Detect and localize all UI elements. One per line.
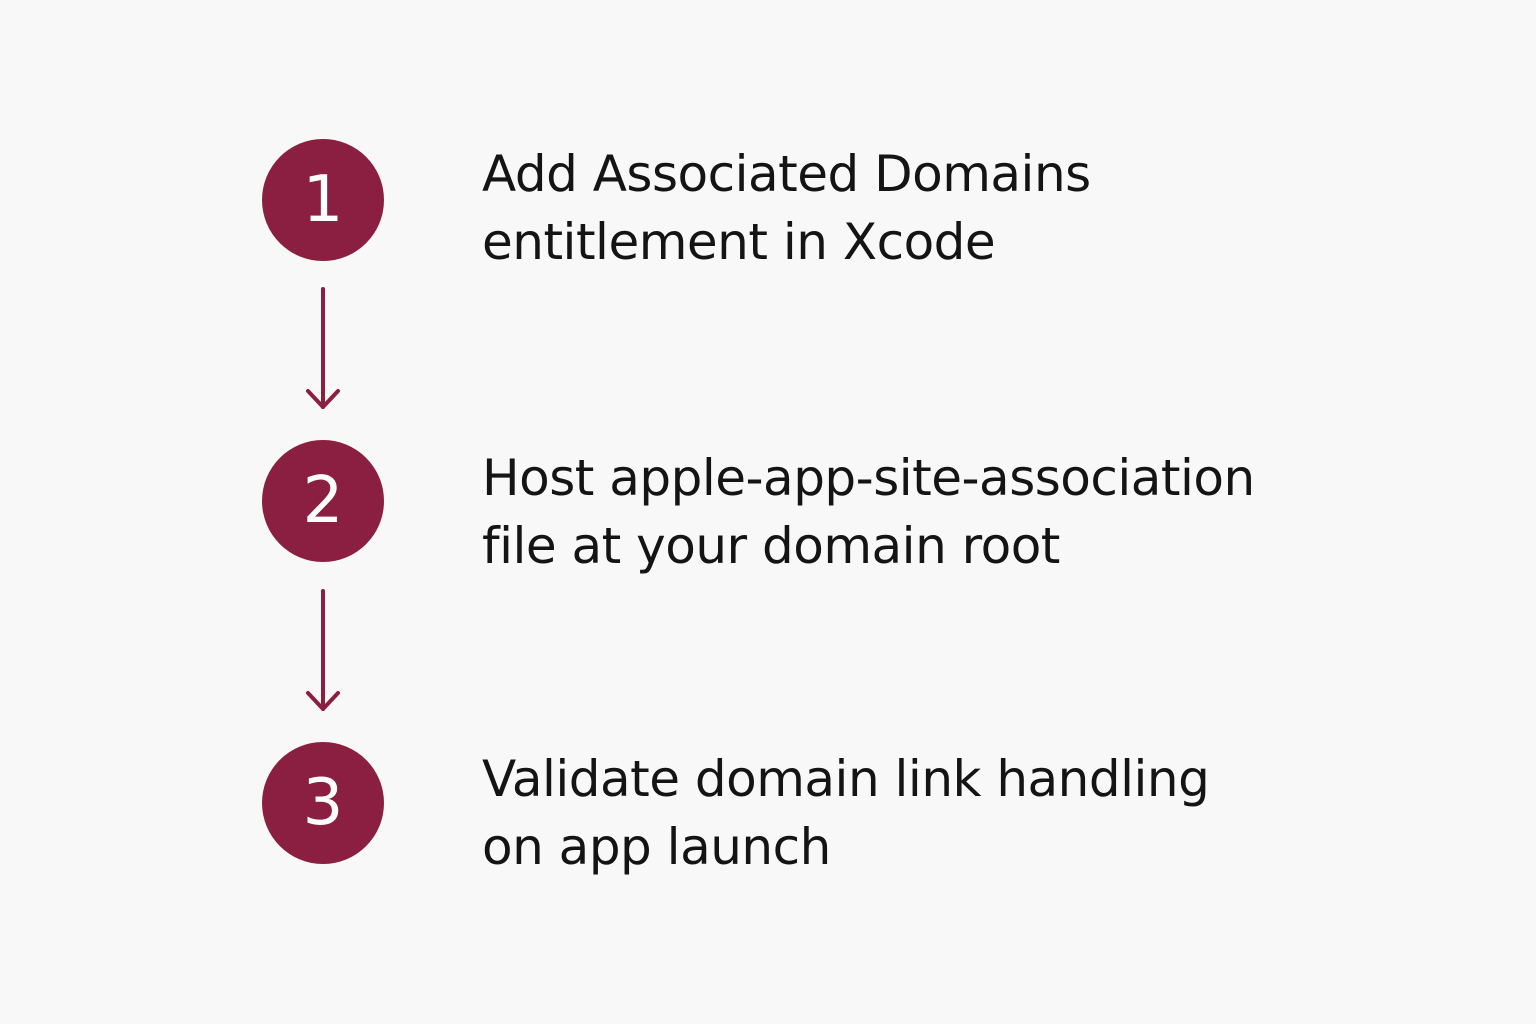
step-3-description: Validate domain link handling on app lau…: [482, 745, 1442, 881]
step-2-number: 2: [302, 464, 344, 538]
step-2-line-2: file at your domain root: [482, 517, 1060, 575]
step-1-number-circle: 1: [262, 139, 384, 261]
step-1-description: Add Associated Domains entitlement in Xc…: [482, 140, 1442, 276]
step-3-line-2: on app launch: [482, 818, 831, 876]
step-1-number: 1: [302, 163, 344, 237]
step-2-line-1: Host apple-app-site-association: [482, 449, 1255, 507]
step-3-number-circle: 3: [262, 742, 384, 864]
arrow-down-icon: [306, 287, 340, 409]
step-1-line-2: entitlement in Xcode: [482, 213, 996, 271]
arrow-down-icon: [306, 589, 340, 711]
step-1-line-1: Add Associated Domains: [482, 145, 1091, 203]
step-3-line-1: Validate domain link handling: [482, 750, 1210, 808]
step-2-description: Host apple-app-site-association file at …: [482, 444, 1442, 580]
step-2-number-circle: 2: [262, 440, 384, 562]
step-3-number: 3: [302, 766, 344, 840]
